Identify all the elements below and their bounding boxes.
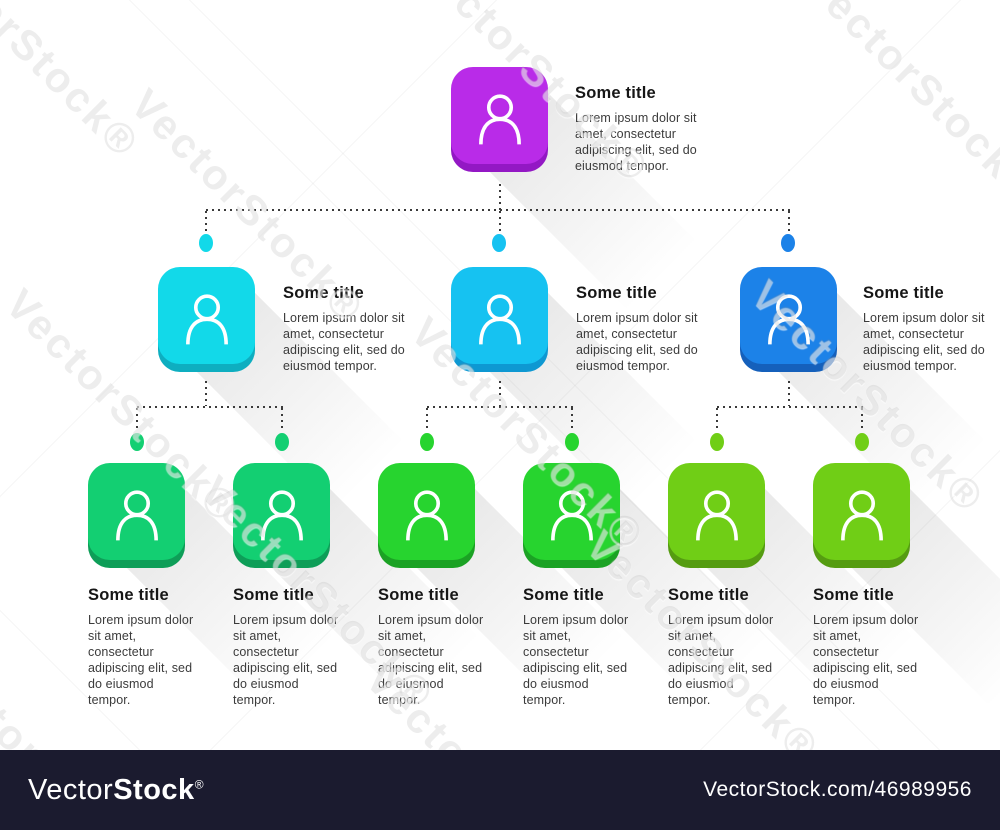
person-icon xyxy=(695,489,738,540)
connector-dot xyxy=(781,234,795,252)
person-icon xyxy=(550,489,593,540)
person-icon xyxy=(115,489,158,540)
node-text-l2-1: Some title Lorem ipsum dolor sit amet, c… xyxy=(283,284,405,374)
connector-line xyxy=(861,408,863,431)
org-node-l3-6 xyxy=(813,463,910,560)
node-text-l3-5: Some title Lorem ipsum dolor sit amet, c… xyxy=(668,586,773,708)
connector-dot xyxy=(710,433,724,451)
footer-bar: VectorStock® VectorStock.com/46989956 xyxy=(0,750,1000,830)
person-icon xyxy=(840,489,883,540)
person-icon xyxy=(260,489,303,540)
node-body: Lorem ipsum dolor sit amet, consectetur … xyxy=(863,311,985,373)
connector-line xyxy=(137,406,283,408)
org-node-l3-3 xyxy=(378,463,475,560)
person-icon xyxy=(478,293,521,344)
node-title: Some title xyxy=(523,586,604,604)
person-icon xyxy=(767,293,810,344)
node-body: Lorem ipsum dolor sit amet, consectetur … xyxy=(283,311,405,373)
node-body: Lorem ipsum dolor sit amet, consectetur … xyxy=(575,111,697,173)
node-title: Some title xyxy=(575,84,656,102)
node-text-l2-3: Some title Lorem ipsum dolor sit amet, c… xyxy=(863,284,985,374)
connector-dot xyxy=(855,433,869,451)
node-text-l3-6: Some title Lorem ipsum dolor sit amet, c… xyxy=(813,586,918,708)
org-node-l3-5 xyxy=(668,463,765,560)
connector-dot xyxy=(275,433,289,451)
connector-dot xyxy=(492,234,506,252)
node-title: Some title xyxy=(378,586,459,604)
connector-line xyxy=(499,211,501,232)
org-node-l2-3 xyxy=(740,267,837,364)
connector-line xyxy=(136,408,138,431)
connector-line xyxy=(206,209,790,211)
watermark: VectorStock® xyxy=(0,0,150,168)
node-text-l3-2: Some title Lorem ipsum dolor sit amet, c… xyxy=(233,586,338,708)
person-icon xyxy=(185,293,228,344)
node-body: Lorem ipsum dolor sit amet, consectetur … xyxy=(576,311,698,373)
connector-line xyxy=(427,406,573,408)
connector-line xyxy=(205,211,207,232)
node-title: Some title xyxy=(863,284,944,302)
node-body: Lorem ipsum dolor sit amet, consectetur … xyxy=(668,613,774,707)
connector-line xyxy=(426,408,428,431)
node-body: Lorem ipsum dolor sit amet, consectetur … xyxy=(523,613,629,707)
connector-line xyxy=(499,184,501,210)
connector-dot xyxy=(130,433,144,451)
node-text-l2-2: Some title Lorem ipsum dolor sit amet, c… xyxy=(576,284,698,374)
vectorstock-logo: VectorStock® xyxy=(28,774,204,807)
connector-dot xyxy=(420,433,434,451)
node-title: Some title xyxy=(576,284,657,302)
node-body: Lorem ipsum dolor sit amet, consectetur … xyxy=(813,613,919,707)
node-body: Lorem ipsum dolor sit amet, consectetur … xyxy=(233,613,339,707)
node-body: Lorem ipsum dolor sit amet, consectetur … xyxy=(378,613,484,707)
connector-line xyxy=(571,408,573,431)
org-node-l3-2 xyxy=(233,463,330,560)
node-title: Some title xyxy=(813,586,894,604)
brand-light: Vector xyxy=(28,773,114,806)
connector-line xyxy=(716,408,718,431)
watermark: VectorStock® xyxy=(796,0,1000,213)
registered-mark: ® xyxy=(194,776,205,791)
node-text-root: Some title Lorem ipsum dolor sit amet, c… xyxy=(575,84,697,174)
person-icon xyxy=(478,93,521,144)
node-title: Some title xyxy=(88,586,169,604)
org-node-l3-4 xyxy=(523,463,620,560)
org-node-l2-1 xyxy=(158,267,255,364)
footer-url: VectorStock.com/46989956 xyxy=(703,778,972,801)
connector-line xyxy=(499,381,501,406)
node-title: Some title xyxy=(283,284,364,302)
connector-line xyxy=(205,381,207,406)
org-node-l3-1 xyxy=(88,463,185,560)
org-node-l2-2 xyxy=(451,267,548,364)
connector-line xyxy=(788,381,790,406)
node-text-l3-3: Some title Lorem ipsum dolor sit amet, c… xyxy=(378,586,483,708)
node-body: Lorem ipsum dolor sit amet, consectetur … xyxy=(88,613,194,707)
connector-line xyxy=(281,408,283,431)
node-title: Some title xyxy=(668,586,749,604)
node-text-l3-4: Some title Lorem ipsum dolor sit amet, c… xyxy=(523,586,628,708)
connector-line xyxy=(788,211,790,232)
node-title: Some title xyxy=(233,586,314,604)
brand-bold: Stock xyxy=(113,773,195,806)
person-icon xyxy=(405,489,448,540)
connector-line xyxy=(717,406,863,408)
org-node-root xyxy=(451,67,548,164)
connector-dot xyxy=(199,234,213,252)
node-text-l3-1: Some title Lorem ipsum dolor sit amet, c… xyxy=(88,586,193,708)
connector-dot xyxy=(565,433,579,451)
